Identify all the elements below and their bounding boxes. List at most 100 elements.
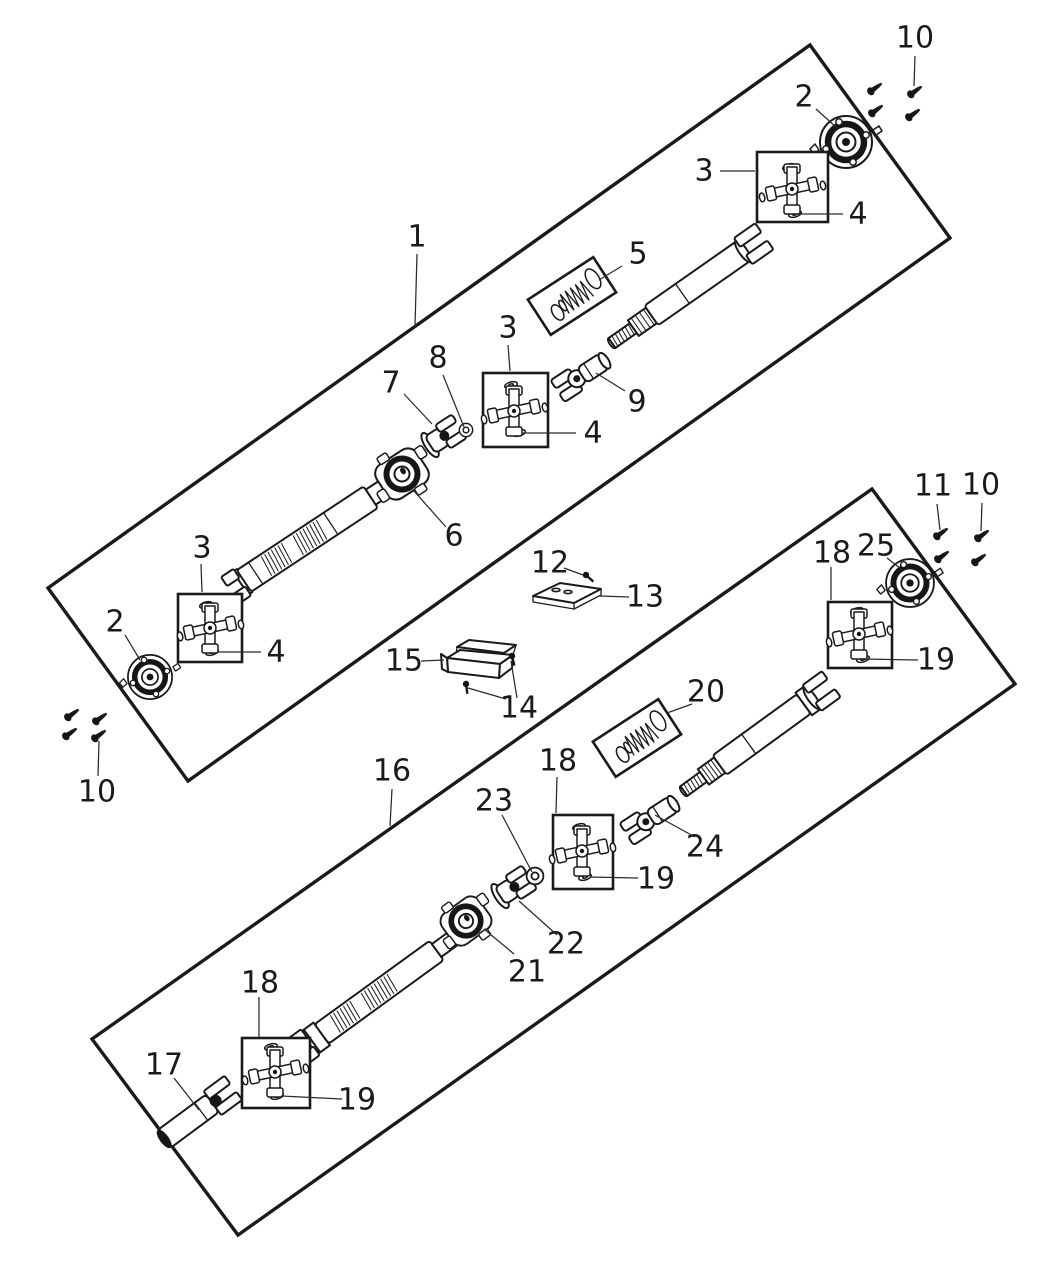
callout-leader-25-0 <box>865 658 919 661</box>
callout-leader-15-0 <box>97 740 100 777</box>
callout-label-9: 7 <box>381 366 400 401</box>
callout-leader-14-0 <box>124 634 141 661</box>
callout-label-30: 23 <box>475 784 513 819</box>
callout-label-12: 3 <box>192 531 211 566</box>
callout-leader-23-0 <box>886 557 902 570</box>
bolt-icon <box>903 106 923 123</box>
callout-leader-29-0 <box>654 814 696 838</box>
callout-leader-12-0 <box>200 563 203 593</box>
callout-label-24: 18 <box>813 536 851 571</box>
callout-leader-16-0 <box>563 567 584 576</box>
callout-leader-1-0 <box>913 55 916 87</box>
callout-leader-19-1 <box>510 660 518 699</box>
callout-label-10: 6 <box>444 519 463 554</box>
callout-label-35: 17 <box>145 1048 183 1083</box>
callout-label-2: 2 <box>794 80 813 115</box>
callout-leader-2-0 <box>815 108 838 129</box>
callout-label-11: 9 <box>627 385 646 420</box>
callout-label-27: 18 <box>539 744 577 779</box>
callout-leader-5-0 <box>598 265 623 281</box>
callout-leader-19-0 <box>467 687 507 700</box>
callout-label-18: 15 <box>385 644 423 679</box>
callout-leader-31-0 <box>518 900 558 936</box>
callout-label-22: 10 <box>962 468 1000 503</box>
slip-yoke-shaft <box>156 1075 243 1149</box>
bolt-icon <box>90 710 110 727</box>
companion-flange-icon <box>877 559 943 607</box>
assembly-1-boundary <box>45 42 953 784</box>
callout-label-33: 18 <box>241 966 279 1001</box>
driveshaft-rear-section <box>606 222 774 350</box>
callout-leader-8-0 <box>442 374 465 428</box>
bolt-icon <box>866 102 886 119</box>
callout-label-26: 20 <box>687 675 725 710</box>
callout-label-8: 8 <box>428 341 447 376</box>
callout-leader-20-0 <box>389 788 393 827</box>
screw-icon <box>581 570 596 585</box>
bolt-icon <box>865 80 885 97</box>
callout-leader-6-0 <box>507 344 511 372</box>
callout-leader-11-0 <box>595 372 626 392</box>
callout-label-20: 16 <box>373 754 411 789</box>
callout-leader-30-0 <box>501 814 533 873</box>
callout-label-28: 19 <box>637 862 675 897</box>
assembly-2 <box>89 486 1018 1238</box>
callout-label-34: 19 <box>338 1083 376 1118</box>
support-bracket <box>440 639 517 679</box>
callout-leader-21-0 <box>936 503 941 531</box>
ujoint-kit <box>174 592 246 664</box>
callout-label-31: 22 <box>547 927 585 962</box>
callout-label-29: 24 <box>686 830 724 865</box>
screw-icon <box>462 680 471 695</box>
callout-label-1: 10 <box>896 21 934 56</box>
callout-label-5: 5 <box>628 237 647 272</box>
callout-leader-34-0 <box>280 1095 343 1100</box>
callout-label-6: 3 <box>498 311 517 346</box>
slip-yoke-icon <box>618 789 685 847</box>
callout-leader-18-0 <box>420 659 445 662</box>
callout-label-14: 2 <box>105 605 124 640</box>
bolt-icon <box>969 551 989 568</box>
bolt-icon <box>932 548 952 565</box>
callout-label-3: 3 <box>694 154 713 189</box>
boot-repair-kit <box>526 255 618 337</box>
assembly-1 <box>45 42 953 784</box>
callout-leader-0-0 <box>414 253 418 327</box>
driveshaft-rear-section <box>678 670 841 798</box>
boot-repair-kit <box>591 697 683 779</box>
callout-label-17: 13 <box>626 580 664 615</box>
callout-label-19: 14 <box>500 691 538 726</box>
ujoint-kit <box>755 150 830 224</box>
bolt-icon <box>62 706 82 723</box>
callout-leader-22-0 <box>980 502 983 532</box>
callout-leader-35-0 <box>173 1077 200 1111</box>
callout-label-16: 12 <box>531 546 569 581</box>
callout-leader-9-0 <box>403 393 433 425</box>
bolt-icon <box>931 525 951 542</box>
callout-label-25: 19 <box>917 643 955 678</box>
yoke-nut-icon <box>525 866 545 886</box>
callout-label-4: 4 <box>848 197 867 232</box>
yoke-nut-icon <box>458 422 474 438</box>
callout-label-7: 4 <box>583 416 602 451</box>
ujoint-kit <box>478 371 550 449</box>
callout-leader-17-0 <box>599 595 630 598</box>
callout-leader-10-0 <box>413 490 447 528</box>
ujoint-kit <box>823 600 895 670</box>
callout-label-13: 4 <box>266 635 285 670</box>
bolt-icon <box>972 527 992 544</box>
bolt-set <box>931 525 992 568</box>
callout-leader-27-0 <box>555 776 558 814</box>
center-hardware <box>440 570 602 695</box>
callout-leader-28-0 <box>589 876 639 879</box>
callout-label-32: 21 <box>508 955 546 990</box>
callout-label-21: 11 <box>914 469 952 504</box>
bolt-set <box>865 80 925 123</box>
callout-label-23: 25 <box>857 529 895 564</box>
callout-leader-32-0 <box>483 928 515 955</box>
callout-label-15: 10 <box>78 775 116 810</box>
companion-flange-icon <box>119 655 180 699</box>
